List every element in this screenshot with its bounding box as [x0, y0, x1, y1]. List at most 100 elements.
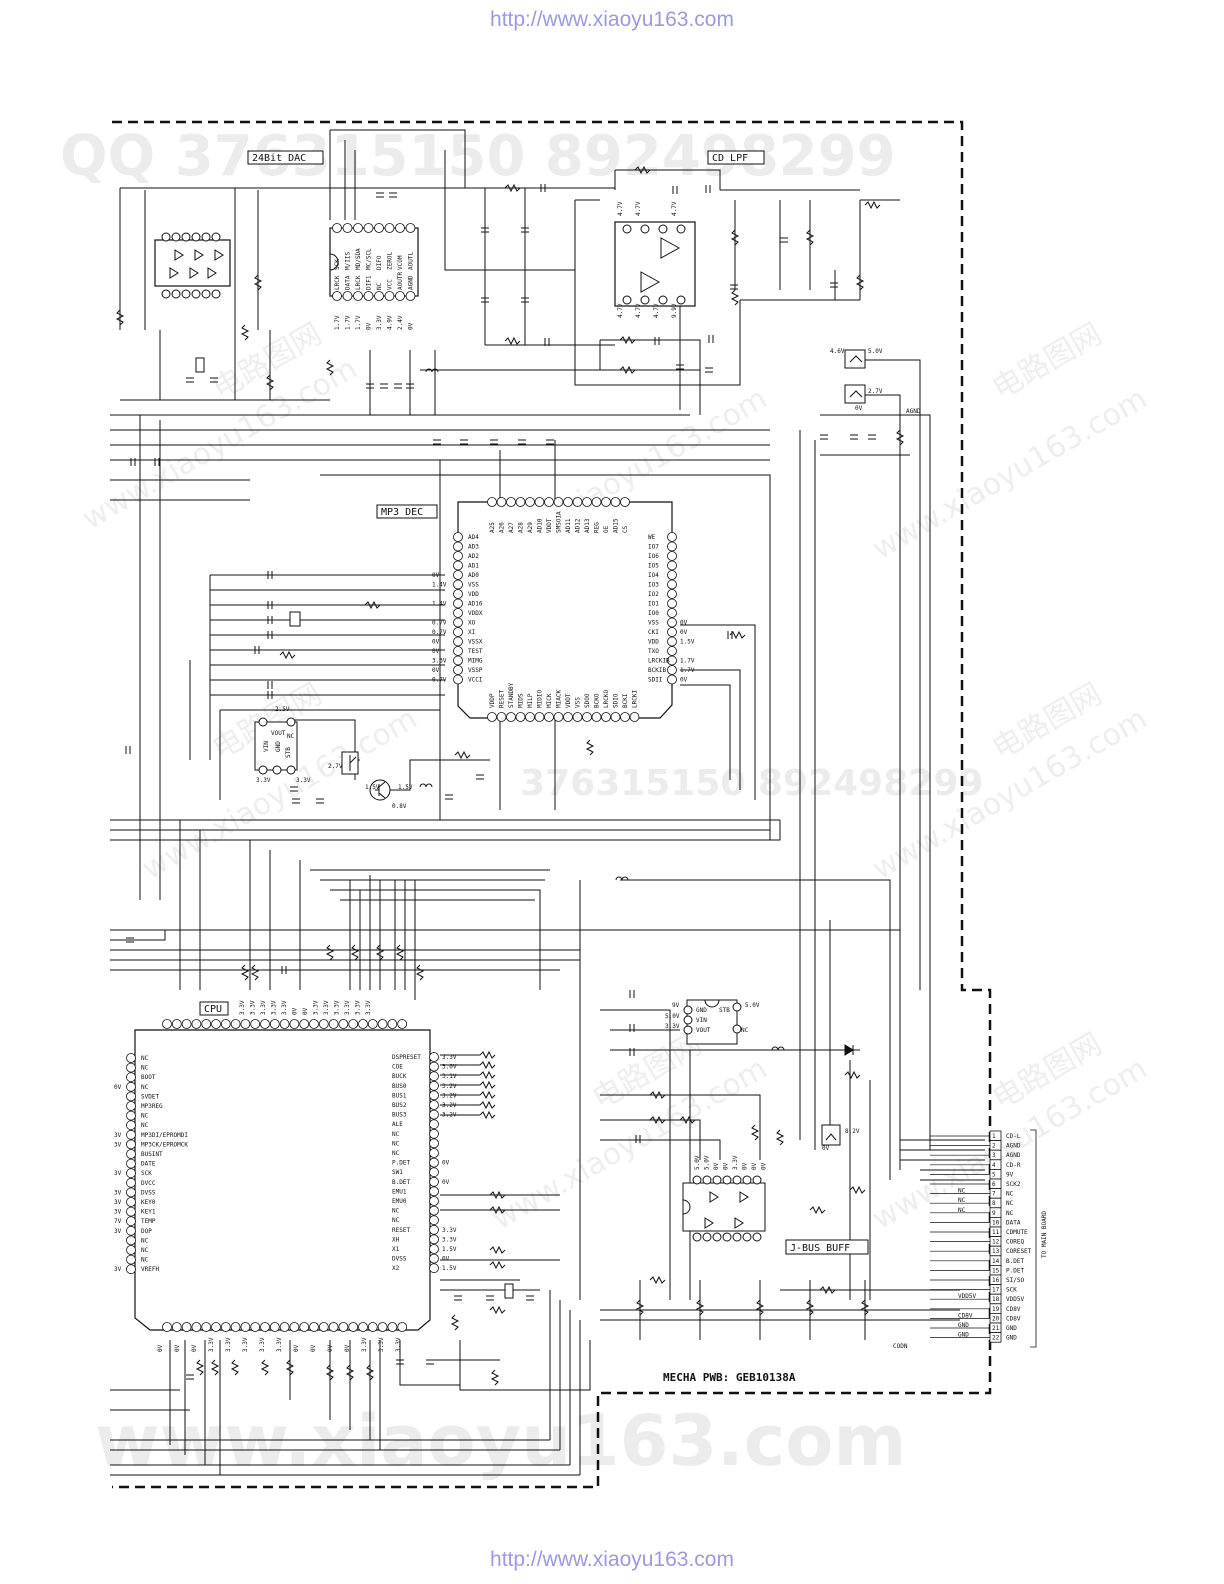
mp3-pin-label: SMSOIA: [556, 511, 563, 533]
cpu-pin-label: BOOT: [141, 1074, 156, 1081]
cpu-left-pin: [126, 1062, 136, 1073]
mp3-pin-label: A27: [508, 522, 515, 533]
cpu-top-pin: [328, 1019, 339, 1029]
connector-pin-number: 3: [992, 1152, 996, 1159]
cpu-volt: 3.3V: [361, 1337, 368, 1352]
mp3-pin-label: AD11: [565, 518, 572, 533]
cpu-pin-label: XH: [392, 1236, 400, 1243]
mp3-volt: 0.7V: [432, 620, 447, 627]
mp3-pin-label: AD16: [468, 601, 483, 608]
mp3-pin-label: IO0: [648, 610, 659, 617]
cpu-pin-label: EMU0: [392, 1198, 407, 1205]
cpu-pin-label: MP3CK/EPROMCK: [141, 1141, 188, 1148]
mp3-left-pin: [453, 608, 463, 618]
mp3-pin-label: XO: [468, 620, 476, 627]
connector-pin-number: 10: [992, 1219, 1000, 1226]
cpu-volt: 3V: [114, 1132, 122, 1139]
svg-text:0V: 0V: [855, 405, 863, 412]
cpu-pin-label: NC: [141, 1247, 149, 1254]
mp3-pin-label: SDOO: [584, 693, 591, 708]
cpu-top-pin: [387, 1019, 398, 1029]
connector-pin-number: 9: [992, 1210, 996, 1217]
mp3-left-pin: [453, 598, 463, 609]
mp3-left-pin: [453, 560, 463, 571]
mp3-volt: 0V: [432, 639, 440, 646]
cpu-volt: 3.0V: [442, 1064, 457, 1071]
connector-pin-name: SI/SO: [1006, 1277, 1024, 1284]
svg-text:4.6V: 4.6V: [830, 348, 845, 355]
cpu-volt: 0V: [191, 1344, 198, 1352]
cpu-volt: 3.3V: [271, 1000, 278, 1015]
cpu-bottom-pin: [358, 1322, 368, 1332]
header-url[interactable]: http://www.xiaoyu163.com: [490, 8, 734, 31]
connector-pin-number: 19: [992, 1306, 1000, 1313]
mp3-right-pin: [667, 532, 677, 542]
cpu-right-pin: [429, 1080, 439, 1091]
mp3-pin-label: IO3: [648, 582, 659, 589]
cpu-volt: 3V: [114, 1228, 122, 1235]
mp3-pin-label: MICK: [546, 693, 553, 708]
mp3-volt: 0V: [432, 572, 440, 579]
cpu-pin-label: SW1: [392, 1169, 403, 1176]
lpf-volt: 4.7V: [617, 303, 624, 318]
cpu-pin-label: DVCC: [141, 1180, 156, 1187]
footer-url[interactable]: http://www.xiaoyu163.com: [490, 1548, 734, 1571]
mp3-left-pin: [453, 674, 463, 685]
connector-pin-name: AGND: [1006, 1143, 1021, 1150]
cpu-left-pin: [126, 1197, 136, 1207]
cpu-pin-label: DSPRESET: [392, 1054, 421, 1061]
cpu-volt: 3.3V: [225, 1337, 232, 1352]
lpf-volt: 4.7V: [653, 303, 660, 318]
lpf-label: CD LPF: [712, 153, 748, 164]
mp3-bottom-pin: [601, 712, 611, 722]
mp3-bottom-pin: [496, 712, 507, 722]
cpu-top-pin: [279, 1019, 290, 1029]
cpu-bottom-pin: [328, 1322, 339, 1332]
cpu-right-pin: [429, 1244, 439, 1254]
connector-pin-number: 6: [992, 1181, 996, 1188]
dac-pin-label: LRCK: [355, 275, 362, 290]
jbus-volt: 0V: [742, 1162, 749, 1170]
cpu-volt: 0V: [114, 1084, 122, 1091]
cpu-bottom-pin: [397, 1322, 408, 1332]
mp3-bottom-pin: [610, 712, 621, 722]
dac-pin-label: VCC: [387, 279, 394, 290]
dac-volt: 4.9V: [387, 315, 394, 330]
mp3-right-pin: [667, 598, 677, 609]
mp3-pin-label: TXO: [648, 648, 659, 655]
dac-pin-label: DIFO: [376, 255, 383, 270]
watermark-bottom: www.xiaoyu163.com: [95, 1400, 906, 1482]
cpu-volt: 0V: [174, 1344, 181, 1352]
svg-text:VOUT: VOUT: [271, 730, 286, 737]
cpu-volt: 3V: [114, 1141, 122, 1148]
agnd-label: AGND: [906, 408, 921, 415]
cpu-right-pin: [429, 1263, 439, 1274]
svg-text:3.3V: 3.3V: [256, 777, 271, 784]
dac-bottom-pin: [374, 291, 384, 301]
mp3-left-pin: [453, 579, 463, 590]
mp3-bottom-pin: [487, 712, 497, 722]
cpu-pin-label: BUCK: [392, 1073, 407, 1080]
mp3-volt: 1.7V: [680, 667, 695, 674]
cpu-right-pin: [429, 1138, 439, 1149]
dac-volt: 1.7V: [334, 315, 341, 330]
cpu-left-pin: [126, 1245, 136, 1255]
connector-pin-number: 16: [992, 1277, 1000, 1284]
mp3-top-pin: [544, 497, 554, 507]
connector-pin-name: COREQ: [1006, 1239, 1024, 1246]
mp3-volt: 0V: [432, 667, 440, 674]
mp3-top-pin: [515, 497, 526, 507]
cpu-pin-label: BUS1: [392, 1092, 407, 1099]
dac-top-pin: [342, 223, 353, 233]
mp3-pin-label: VDDP: [489, 693, 496, 708]
cpu-volt: 0V: [157, 1344, 164, 1352]
cpu-right-pin: [429, 1224, 439, 1235]
cpu-pin-label: NC: [141, 1055, 149, 1062]
cpu-volt: 3.2V: [442, 1102, 457, 1109]
mp3-left-pin: [453, 665, 463, 675]
